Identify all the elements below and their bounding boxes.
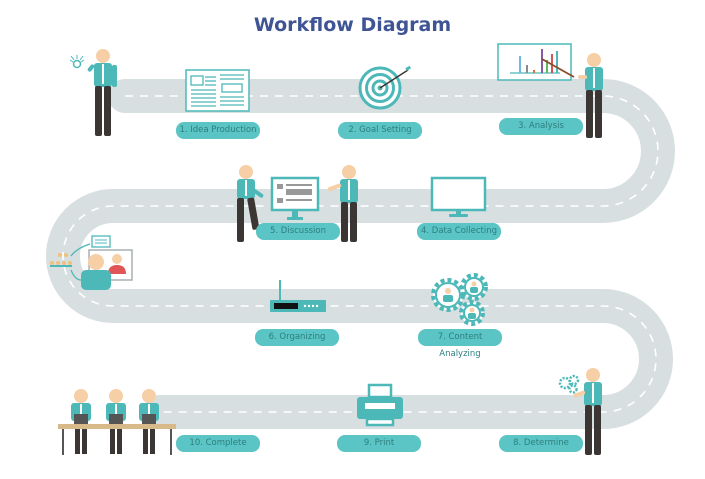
network-people-icon <box>50 253 72 267</box>
road-path <box>46 79 675 429</box>
step-label-6: 6. Organizing <box>255 329 339 346</box>
step-label-1: 1. Idea Production <box>176 122 260 139</box>
step-label-10: 10. Complete <box>176 435 260 452</box>
router-icon <box>270 280 326 312</box>
person-determine <box>573 368 602 455</box>
step-label-3: 3. Analysis <box>499 118 583 135</box>
step-label-8: 8. Determine <box>499 435 583 452</box>
printer-icon <box>357 383 403 427</box>
page-title: Workflow Diagram <box>253 14 452 36</box>
road-dash <box>62 95 659 413</box>
person-team-2 <box>106 389 126 454</box>
video-call-icon <box>70 235 133 290</box>
road <box>46 79 675 429</box>
gears-icon <box>558 374 580 394</box>
gears-people-icon <box>431 273 488 326</box>
person-idea <box>87 49 117 136</box>
step-label-5: 5. Discussion <box>256 223 340 240</box>
presentation-icon <box>270 176 320 220</box>
person-team-1 <box>71 389 91 454</box>
step-label-4: 4. Data Collecting <box>417 223 501 240</box>
person-analysis <box>578 53 603 138</box>
monitor-icon <box>430 176 487 217</box>
person-discussion-left <box>237 165 264 242</box>
document-icon <box>185 69 250 112</box>
target-icon <box>358 65 412 110</box>
lightbulb-icon <box>69 55 85 69</box>
person-team-3 <box>139 389 159 454</box>
step-label-9: 9. Print <box>337 435 421 452</box>
chart-board-icon <box>497 43 575 81</box>
person-discussion-right <box>327 165 358 242</box>
team-desk-icon <box>58 389 176 455</box>
step-label-2: 2. Goal Setting <box>338 122 422 139</box>
desk <box>58 424 176 429</box>
step-label-7: 7. Content Analyzing <box>418 329 502 359</box>
